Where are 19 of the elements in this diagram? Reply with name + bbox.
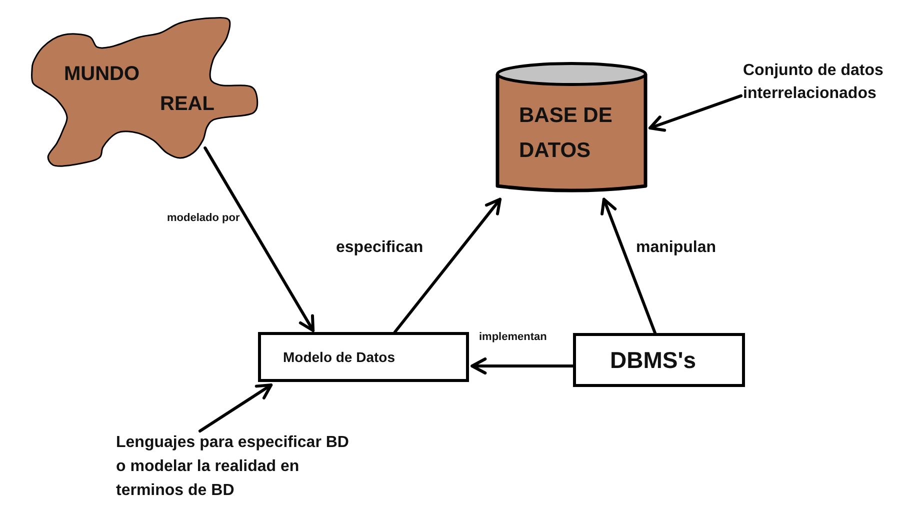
arrow [198,384,273,432]
process-box [258,332,469,382]
arrow [600,198,657,334]
edge-label: modelado por [167,212,240,225]
shape-label: REAL [160,94,214,114]
arrow [393,198,502,334]
note-text: Conjunto de datos interrelacionados [743,59,908,105]
arrow [204,146,315,332]
edge-label: implementan [479,331,547,344]
process-box [573,333,745,387]
edge-label: manipulan [636,239,716,258]
arrow [470,358,574,374]
note-text: Lenguajes para especificar BD o modelar la realidad en terminos de BD [116,431,356,503]
shape-label: MUNDO [64,64,140,84]
arrow [648,94,743,132]
node-label: DBMS's [610,346,697,374]
node-label: BASE DE DATOS [519,103,614,164]
node-label: Modelo de Datos [283,349,396,365]
edge-label: especifican [336,239,424,258]
